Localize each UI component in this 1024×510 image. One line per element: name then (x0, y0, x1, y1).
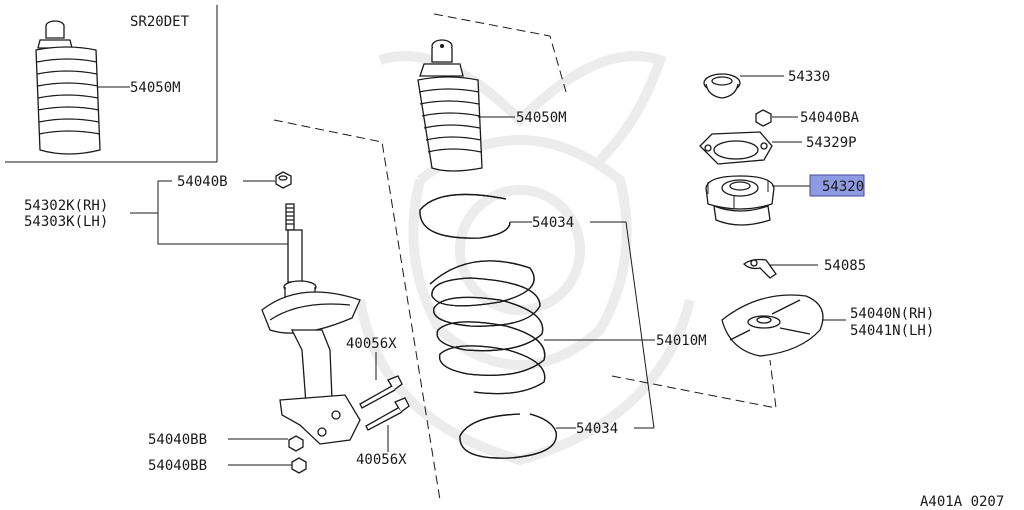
strut-mount[interactable] (705, 175, 775, 226)
label-mount-nut: 54040BA (800, 110, 860, 126)
spring-seat-lower[interactable] (459, 413, 557, 459)
nut-lower[interactable] (291, 457, 307, 474)
label-strut-rh: 54302K(RH) (24, 198, 108, 214)
strut-top-nut[interactable] (275, 171, 292, 189)
strut-assembly[interactable] (261, 203, 361, 445)
dashed-bracket-strut (273, 119, 441, 501)
label-washer: 54085 (824, 258, 866, 274)
label-plate: 54329P (806, 135, 857, 151)
figure-code: A401A 0207 (920, 494, 1004, 510)
label-spring: 54010M (656, 333, 707, 349)
label-seat-lower: 54034 (576, 421, 618, 437)
inset-dust-boot[interactable] (35, 20, 101, 155)
spring-insulator[interactable] (721, 294, 824, 357)
nut-upper[interactable] (288, 435, 304, 452)
mount-cap[interactable] (703, 73, 741, 99)
label-boot-main: 54050M (516, 110, 567, 126)
mount-nut[interactable] (755, 109, 772, 127)
bump-washer[interactable] (743, 258, 777, 279)
inset-frame (5, 5, 218, 163)
label-insulator-rh: 54040N(RH) (850, 306, 934, 322)
label-boot-inset: 54050M (130, 80, 181, 96)
highlight-box (809, 174, 865, 197)
label-nut-lower: 54040BB (148, 458, 207, 474)
label-bolt-lower: 40056X (356, 452, 407, 468)
label-cap: 54330 (788, 69, 830, 85)
variant-label: SR20DET (130, 14, 190, 30)
label-mount[interactable]: 54320 (822, 179, 864, 195)
label-strut-nut: 54040B (177, 174, 228, 190)
coil-spring[interactable] (429, 260, 546, 395)
label-bolt-upper: 40056X (346, 336, 397, 352)
bolt-upper[interactable] (359, 375, 403, 409)
label-seat-upper: 54034 (532, 215, 574, 231)
dust-boot[interactable] (417, 39, 483, 172)
label-strut-lh: 54303K(LH) (24, 214, 108, 230)
dashed-bracket-mount (611, 359, 777, 409)
spring-seat-upper[interactable] (419, 193, 511, 239)
dashed-bracket-boot (433, 13, 567, 93)
label-nut-upper: 54040BB (148, 432, 207, 448)
bolt-lower[interactable] (365, 397, 410, 431)
label-insulator-lh: 54041N(LH) (850, 323, 934, 339)
mount-plate[interactable] (699, 131, 773, 165)
